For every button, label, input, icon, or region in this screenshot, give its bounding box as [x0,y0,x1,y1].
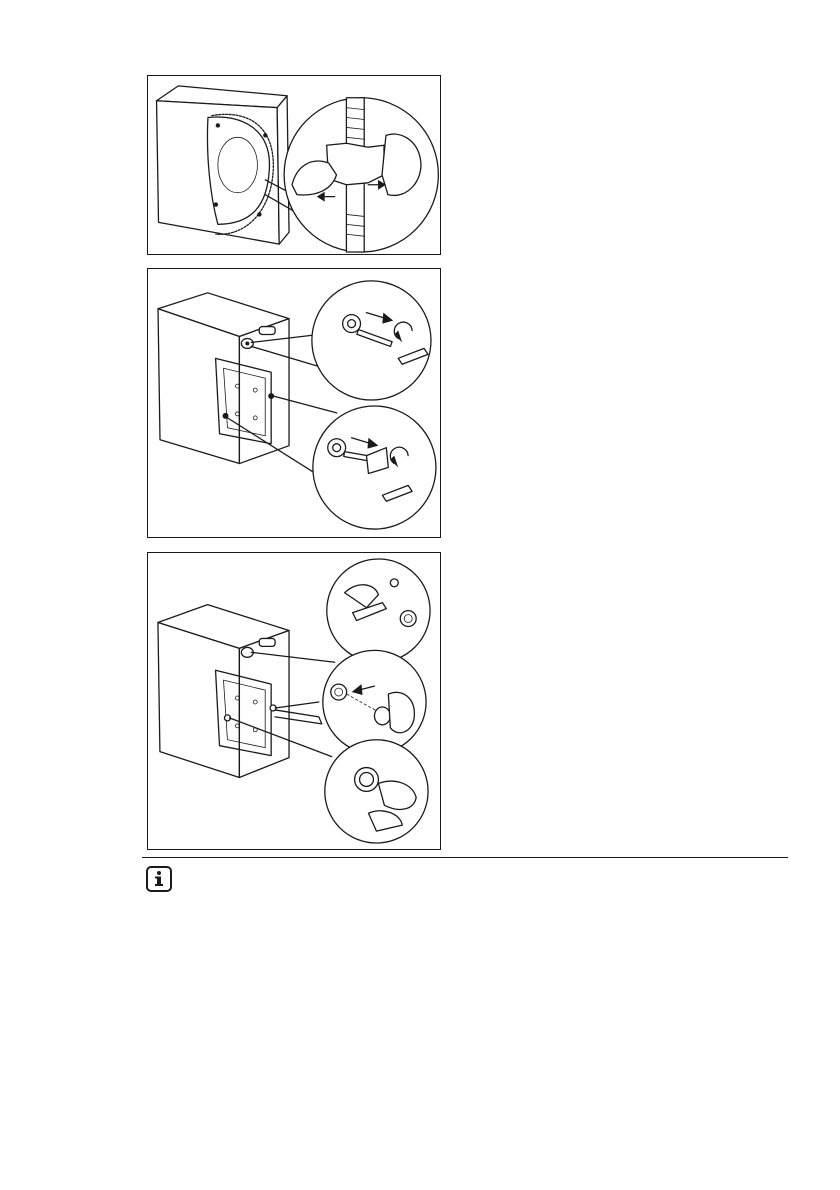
inlet-valve [259,327,275,335]
screw-1 [216,123,220,127]
illustration-insert-plastic-caps [147,552,441,850]
transit-bolt-drawing [148,269,440,537]
screw-3 [214,202,218,206]
illustration-remove-transit-bolts [147,268,441,538]
cap-installed-inner [360,773,374,787]
hole-detail [331,684,347,700]
spacer-ring [400,611,416,627]
spacer-small [390,579,398,587]
screw-4 [257,212,261,216]
machine-side [158,623,239,778]
detail-circle-top [312,281,431,400]
info-icon-glyph [148,868,170,890]
bolt-head-detail-2 [333,444,341,452]
machine-side [158,309,239,464]
top-bolt [245,341,249,345]
illustration-remove-hose-clips [147,75,441,255]
section-divider [142,857,788,858]
plastic-cap [374,707,390,725]
plastic-caps-drawing [148,553,440,849]
bolt-head-detail [348,320,356,328]
hose-clip-drawing [148,76,440,254]
screw-2 [263,133,267,137]
inlet-valve [259,638,275,646]
info-icon [146,866,172,892]
